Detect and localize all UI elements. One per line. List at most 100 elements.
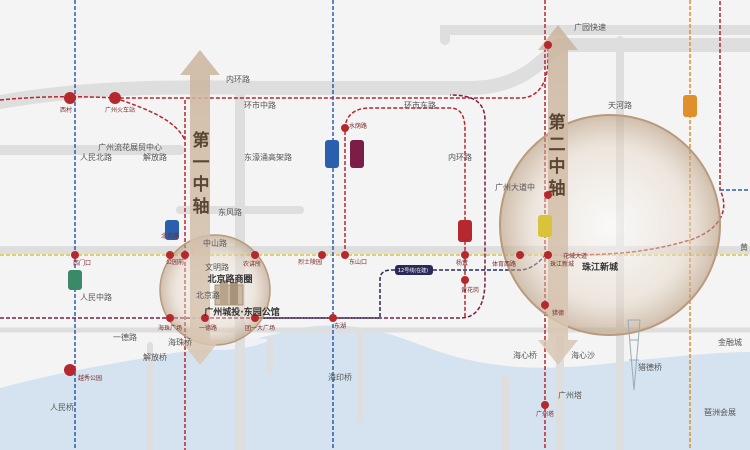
label-haizhu-bridge: 海珠桥: [168, 337, 192, 347]
station-tiyuxi[interactable]: [516, 251, 524, 259]
label-tianhe: 天河路: [608, 100, 632, 110]
first-axis-label: 第 一 中 轴: [193, 130, 210, 217]
label-liede: 猎德: [552, 309, 564, 317]
second-axis-char-1: 第: [549, 112, 566, 133]
label-beijing: 北京路: [196, 290, 220, 300]
station-huacheng[interactable]: [544, 191, 552, 199]
station-guangzhou[interactable]: [109, 92, 121, 104]
label-yuexiu-park: 越秀公园: [78, 374, 102, 382]
second-axis-char-2: 二: [549, 135, 566, 155]
station-dongshankou[interactable]: [341, 251, 349, 259]
badge-labels: 12号线(在建): [398, 267, 428, 274]
label-tower-st: 广州塔: [536, 410, 554, 418]
label-ximenkou: 西门口: [73, 259, 91, 267]
label-dongxiao: 东湖: [334, 322, 346, 330]
line-badges: [68, 95, 697, 290]
label-guangzhou-station: 广州火车站: [105, 106, 135, 114]
label-huacheng: 花城大道: [563, 252, 587, 260]
label-jiefang: 解放路: [143, 152, 167, 162]
station-liede[interactable]: [541, 301, 549, 309]
badge-line3-rect: [68, 270, 82, 290]
station-yuexiu[interactable]: [181, 251, 189, 259]
project-marker: [214, 280, 244, 306]
label-renmin-north: 人民北路: [80, 152, 112, 162]
metro-line-6: [0, 94, 486, 319]
first-axis-char-3: 中: [193, 174, 210, 195]
station-tower[interactable]: [541, 401, 549, 409]
second-axis-char-3: 中: [549, 156, 566, 177]
label-haixinsha: 海心沙: [571, 350, 595, 360]
station-gongyuanqian[interactable]: [166, 251, 174, 259]
station-tuanyida[interactable]: [251, 314, 259, 322]
label-dongqu: 东濠涌高架路: [244, 152, 292, 162]
first-axis-char-2: 一: [193, 153, 210, 173]
label-beijinglu-st: 北京路: [161, 232, 179, 240]
badge-line12-text: 12号线(在建): [398, 267, 428, 274]
label-inner-ring: 内环路: [226, 74, 250, 84]
station-lieshi[interactable]: [318, 251, 326, 259]
label-haiyin-bridge: 海印桥: [328, 372, 352, 382]
station-xicun[interactable]: [64, 92, 76, 104]
station-ersha[interactable]: [64, 364, 76, 376]
badge-line12-rect: [395, 265, 433, 275]
label-jiefang-bridge: 解放桥: [143, 352, 167, 362]
label-pazhou: 琶洲会展: [704, 407, 736, 417]
badge-line-apm-rect: [538, 215, 552, 237]
station-beijinglu[interactable]: [201, 314, 209, 322]
label-haizhu-sq: 海珠广场: [158, 324, 182, 332]
label-xicun: 西村: [60, 106, 72, 114]
badge-line3-east-rect: [683, 95, 697, 117]
station-zhujiang[interactable]: [544, 251, 552, 259]
station-nonglin[interactable]: [251, 251, 259, 259]
label-zhongshan: 中山路: [203, 238, 227, 248]
label-dongfeng: 东风路: [218, 207, 242, 217]
label-inner-ring-right: 内环路: [448, 152, 472, 162]
label-huanghuagang: 黄花岗: [461, 286, 479, 294]
road-labels: 内环路 环市中路 环市东路 广园快速 东风路 中山路 文明路 北京路 天河路 广…: [50, 22, 748, 417]
station-yide[interactable]: [166, 314, 174, 322]
label-wenming: 文明路: [205, 262, 229, 272]
first-axis-char-1: 第: [193, 130, 210, 151]
label-tiyuxi: 体育西路: [492, 260, 516, 268]
second-axis-char-4: 轴: [549, 178, 566, 199]
station-ximenkou[interactable]: [71, 251, 79, 259]
second-axis-label: 第 二 中 轴: [549, 112, 566, 199]
label-liuhua: 广州流花展贸中心: [98, 142, 162, 152]
label-haixin-bridge: 海心桥: [513, 350, 537, 360]
second-axis-arrow: [538, 25, 578, 365]
first-axis-arrow: [180, 50, 220, 365]
label-renmin-bridge: 人民桥: [50, 402, 74, 412]
station-huanghuagang[interactable]: [461, 276, 469, 284]
label-guangyuan: 广园快速: [574, 22, 606, 32]
label-huang: 黄: [740, 242, 748, 252]
station-guangyuan[interactable]: [544, 41, 552, 49]
first-axis-char-4: 轴: [193, 196, 210, 217]
label-zhujiang-nc: 珠江新城: [550, 260, 574, 268]
label-nonglin: 农讲所: [243, 260, 261, 268]
label-guangzhou-tower: 广州塔: [558, 390, 582, 400]
project-name: 广州城投·东园公馆: [204, 306, 279, 318]
station-shuiyin[interactable]: [341, 124, 349, 132]
label-yide: 一德路: [113, 332, 137, 342]
metro-line-12: [255, 254, 546, 319]
label-guangzhou-avenue: 广州大道中: [495, 182, 535, 192]
zhujiang-new-town-circle: [499, 114, 721, 336]
station-labels: 西村 广州火车站 西门口 公园前 农讲所 烈士陵园 东山口 杨箕 体育西路 珠江…: [60, 106, 587, 418]
label-jinyi: 金融城: [718, 337, 742, 347]
canton-tower-icon: [627, 319, 641, 391]
metro-line-11: [344, 107, 466, 318]
badge-line6-rect: [350, 140, 364, 168]
label-shuiyin: 水荫路: [349, 122, 367, 130]
label-tuanyida: 团一大广场: [245, 324, 275, 332]
label-dongshankou: 东山口: [349, 258, 367, 266]
station-yangji[interactable]: [461, 251, 469, 259]
badge-line5-rect: [325, 140, 339, 168]
label-gongyuanqian: 公园前: [166, 258, 184, 266]
stations: [64, 41, 552, 409]
station-dongxiao[interactable]: [329, 314, 337, 322]
label-beijing-circle: 北京路商圈: [207, 273, 252, 285]
label-huanshi-middle: 环市中路: [244, 100, 276, 110]
label-lieshi: 烈士陵园: [298, 258, 322, 266]
